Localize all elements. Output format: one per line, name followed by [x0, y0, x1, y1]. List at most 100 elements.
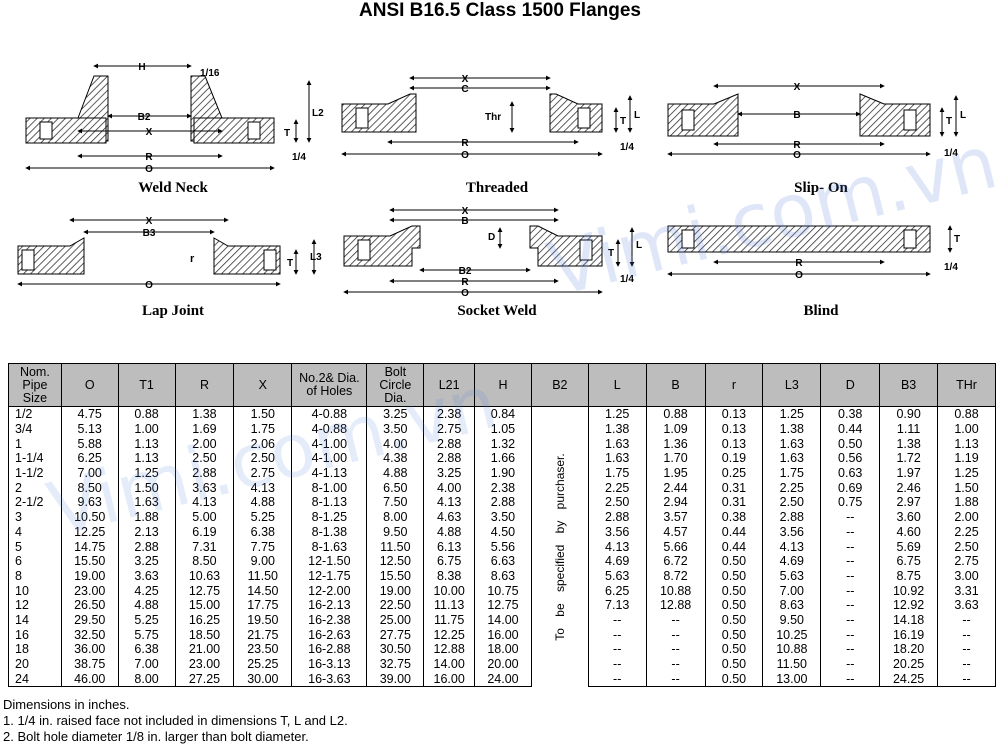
table-cell: 1.19: [937, 451, 996, 466]
table-cell: 2.50: [937, 539, 996, 554]
threaded-label-c: C: [461, 84, 468, 95]
table-cell: 2.50: [762, 495, 822, 510]
table-cell: 9.50: [366, 524, 425, 540]
table-cell: 18.00: [474, 642, 532, 657]
table-cell: 2.06: [233, 436, 293, 452]
threaded-label-o: O: [461, 150, 469, 161]
table-cell: 2.88: [174, 465, 235, 481]
table-cell: 0.50: [704, 597, 764, 613]
table-cell: 0.50: [820, 436, 881, 452]
table-cell: 6.19: [174, 524, 235, 540]
weld-neck-label-h: H: [138, 62, 145, 73]
table-cell: 8-1.38: [291, 524, 368, 540]
table-cell: 24.25: [879, 671, 939, 688]
pipe-size-cell: 1-1/4: [8, 451, 62, 466]
table-cell: 12.25: [423, 627, 476, 642]
table-cell: 9.63: [60, 495, 119, 510]
socket-weld-label-1-4: 1/4: [620, 274, 634, 285]
table-cell: 1.88: [117, 509, 176, 525]
table-cell: 1.00: [117, 421, 176, 437]
lap-joint-label-x: X: [146, 216, 153, 227]
weld-neck-diagram: H 1/16 B2 X L2 T R O 1/4: [25, 62, 324, 175]
table-cell: --: [820, 612, 881, 628]
table-cell: 4.13: [762, 539, 822, 554]
table-cell: 2.88: [117, 539, 176, 554]
table-cell: 5.00: [174, 509, 235, 525]
note-units: Dimensions in inches.: [3, 697, 130, 712]
blind-label-r: R: [795, 258, 803, 269]
table-cell: 4.63: [423, 509, 476, 525]
table-cell: 18.20: [879, 642, 939, 657]
table-cell: 16.25: [174, 612, 235, 628]
table-cell: 1.13: [117, 451, 176, 466]
lap-joint-diagram: X B3 r T L3 O: [17, 216, 322, 291]
table-cell: 21.75: [233, 627, 293, 642]
table-cell: 12.88: [423, 642, 476, 657]
table-cell: --: [645, 627, 706, 642]
table-cell: 2.44: [645, 480, 706, 496]
table-cell: 2.75: [423, 421, 476, 437]
table-cell: 7.75: [233, 539, 293, 554]
threaded-caption: Threaded: [465, 180, 529, 196]
table-cell: 14.00: [474, 612, 532, 628]
table-cell: 14.18: [879, 612, 939, 628]
table-cell: 8-1.00: [291, 480, 368, 496]
table-cell: 1.75: [587, 465, 647, 481]
table-cell: 11.50: [762, 656, 822, 672]
table-cell: 25.00: [366, 612, 425, 628]
table-cell: 1.25: [587, 406, 647, 422]
table-cell: 2.88: [474, 495, 532, 510]
table-cell: --: [937, 656, 996, 672]
table-cell: 1.88: [937, 495, 996, 510]
table-cell: 25.25: [233, 656, 293, 672]
table-cell: 19.00: [366, 583, 425, 598]
table-cell: 12.75: [174, 583, 235, 598]
table-cell: 4.13: [174, 495, 235, 510]
table-cell: 2.00: [174, 436, 235, 452]
table-cell: 4.88: [366, 465, 425, 481]
table-cell: 8.00: [117, 671, 176, 688]
table-cell: --: [820, 553, 881, 569]
table-cell: 16-3.13: [291, 656, 368, 672]
pipe-size-cell: 12: [8, 597, 62, 613]
table-cell: 4-1.00: [291, 436, 368, 452]
table-cell: --: [820, 671, 881, 688]
table-cell: 1.36: [645, 436, 706, 452]
pipe-size-cell: 3/4: [8, 421, 62, 437]
b2-note: To be specified by purchaser.: [552, 453, 567, 641]
table-cell: 30.50: [366, 642, 425, 657]
table-cell: --: [820, 597, 881, 613]
slip-on-label-x: X: [794, 82, 801, 93]
weld-neck-label-1-16: 1/16: [200, 68, 220, 79]
note-2: 2. Bolt hole diameter 1/8 in. larger tha…: [3, 729, 309, 744]
table-cell: 0.25: [704, 465, 764, 481]
socket-weld-caption: Socket Weld: [457, 303, 537, 319]
table-cell: 9.50: [762, 612, 822, 628]
table-cell: --: [645, 612, 706, 628]
table-cell: 5.56: [474, 539, 532, 554]
table-cell: 3.63: [937, 597, 996, 613]
table-cell: 0.44: [704, 539, 764, 554]
table-cell: 12.75: [474, 597, 532, 613]
table-cell: 1.70: [645, 451, 706, 466]
table-cell: 4-1.00: [291, 451, 368, 466]
table-cell: 11.75: [423, 612, 476, 628]
table-cell: --: [937, 671, 996, 688]
table-cell: 2.00: [937, 509, 996, 525]
table-cell: 0.38: [704, 509, 764, 525]
table-cell: 4.88: [423, 524, 476, 540]
table-cell: 12.25: [60, 524, 119, 540]
table-cell: 0.90: [879, 406, 939, 422]
table-cell: 20.00: [474, 656, 532, 672]
table-cell: 1.38: [762, 421, 822, 437]
pipe-size-cell: 1/2: [8, 406, 62, 422]
table-cell: 4.57: [645, 524, 706, 540]
table-cell: 1.11: [879, 421, 939, 437]
table-cell: 27.75: [366, 627, 425, 642]
weld-neck-label-l2: L2: [312, 108, 324, 119]
table-cell: 0.50: [704, 627, 764, 642]
table-cell: 22.50: [366, 597, 425, 613]
table-cell: 10.88: [762, 642, 822, 657]
table-cell: 4-0.88: [291, 406, 368, 422]
